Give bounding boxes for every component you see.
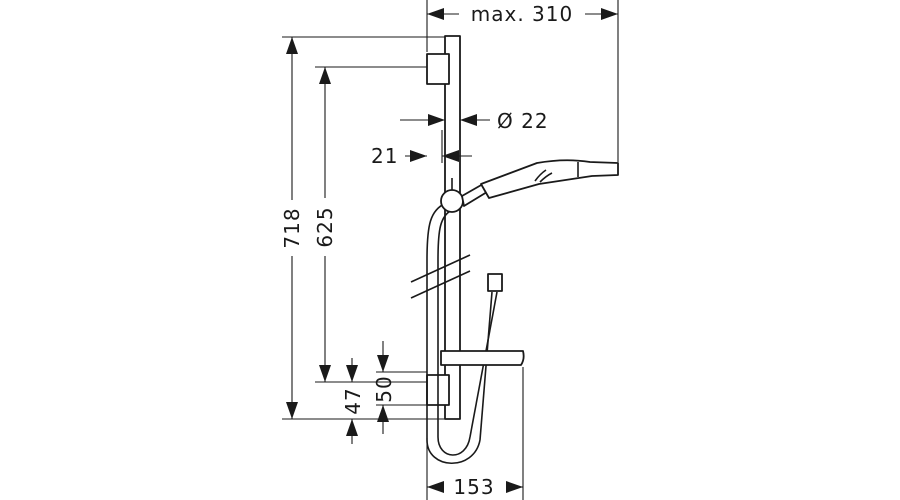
dim-wall-offset: 21	[371, 144, 472, 168]
wall-rail	[444, 35, 461, 420]
dim-rail-diameter-label: Ø 22	[497, 109, 549, 133]
dim-bottom-offset: 47	[341, 358, 368, 444]
dim-lower-bracket: 50	[372, 341, 427, 434]
dim-max-width: max. 310	[427, 2, 618, 26]
dim-rail-height-label: 625	[313, 206, 337, 247]
upper-wall-bracket	[426, 53, 450, 85]
rail-break-marks	[410, 254, 471, 299]
hand-shower	[480, 159, 619, 199]
dimension-lines: max. 310 Ø 22 21 718	[280, 0, 619, 500]
dim-lower-bracket-label: 50	[372, 375, 396, 402]
dim-wall-offset-label: 21	[371, 144, 398, 168]
dim-total-height-label: 718	[280, 207, 304, 248]
dim-tray-depth-label: 153	[453, 475, 494, 499]
shower-shelf	[440, 350, 525, 366]
dim-rail-height: 625	[313, 67, 337, 382]
shower-hose	[426, 202, 503, 464]
dim-tray-depth: 153	[427, 475, 523, 499]
dim-total-height: 718	[280, 37, 304, 419]
shower-set	[410, 35, 619, 464]
dim-rail-diameter: Ø 22	[400, 109, 549, 133]
dim-max-width-label: max. 310	[471, 2, 573, 26]
dim-bottom-offset-label: 47	[341, 387, 365, 414]
